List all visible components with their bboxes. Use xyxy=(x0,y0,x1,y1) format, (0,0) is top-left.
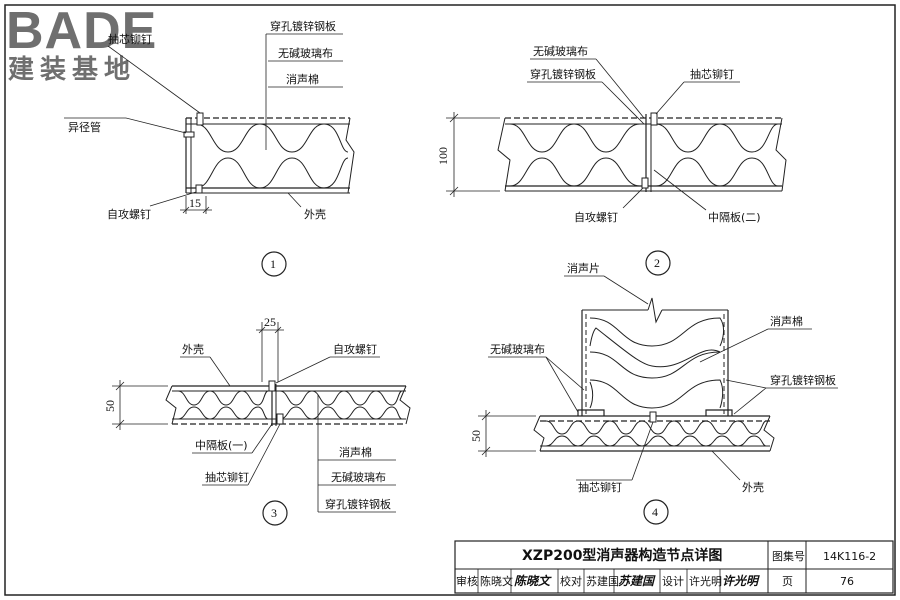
detail-2-number: 2 xyxy=(654,256,660,270)
detail-2: 100 无碱玻璃布 穿孔镀锌钢板 抽芯铆钉 自攻螺钉 中隔板(二) 2 xyxy=(436,44,787,276)
detail-1: 15 抽芯铆钉 穿孔镀锌钢板 无碱玻璃布 消声棉 异径管 自攻螺钉 外壳 1 xyxy=(64,19,355,277)
detail-2-label-partition: 中隔板(二) xyxy=(708,210,761,224)
brand-logo: BADE 建装基地 xyxy=(6,2,157,85)
logo-brand-text: BADE xyxy=(6,2,157,60)
detail-1-label-sound-cotton: 消声棉 xyxy=(286,72,319,86)
review-label: 审核 xyxy=(456,574,478,588)
detail-3-label-sound-cotton: 消声棉 xyxy=(339,445,372,459)
page-label: 页 xyxy=(782,575,793,588)
detail-3-label-perforated-plate: 穿孔镀锌钢板 xyxy=(325,497,391,511)
check-label: 校对 xyxy=(560,574,582,588)
detail-2-dimension: 100 xyxy=(436,147,450,165)
detail-1-label-reducer: 异径管 xyxy=(68,120,101,134)
detail-3-label-screw: 自攻螺钉 xyxy=(333,342,377,356)
detail-3-panel xyxy=(112,322,411,430)
logo-subtitle: 建装基地 xyxy=(8,55,136,85)
detail-3-label-rivet: 抽芯铆钉 xyxy=(205,470,249,484)
page-number: 76 xyxy=(840,575,854,588)
atlas-number: 14K116-2 xyxy=(823,550,876,563)
atlas-number-label: 图集号 xyxy=(772,549,805,563)
detail-1-label-shell: 外壳 xyxy=(304,207,326,221)
detail-3-label-shell: 外壳 xyxy=(182,342,204,356)
detail-2-marker xyxy=(645,250,671,276)
detail-1-label-perforated-plate: 穿孔镀锌钢板 xyxy=(270,19,336,33)
checker-name: 苏建国 xyxy=(586,574,619,588)
detail-1-label-rivet: 抽芯铆钉 xyxy=(108,32,152,46)
designer-name: 许光明 xyxy=(689,574,722,588)
design-label: 设计 xyxy=(662,575,684,588)
drawing-title: XZP200型消声器构造节点详图 xyxy=(522,547,722,564)
detail-2-label-screw: 自攻螺钉 xyxy=(574,210,618,224)
detail-4-label-sound-cotton: 消声棉 xyxy=(770,314,803,328)
detail-3-dimension-left: 50 xyxy=(103,400,117,412)
reviewer-signature: 陈晓文 xyxy=(514,574,552,588)
detail-2-label-rivet: 抽芯铆钉 xyxy=(690,67,734,81)
detail-1-marker xyxy=(261,251,287,277)
detail-4-label-sound-piece: 消声片 xyxy=(567,261,600,275)
detail-3-label-glass-cloth: 无碱玻璃布 xyxy=(331,470,386,484)
detail-4-dimension: 50 xyxy=(469,430,483,442)
detail-2-label-perforated-plate: 穿孔镀锌钢板 xyxy=(530,67,596,81)
detail-1-panel xyxy=(180,112,355,214)
detail-3-number: 3 xyxy=(271,506,277,520)
reviewer-name: 陈晓文 xyxy=(480,574,513,588)
checker-signature: 苏建国 xyxy=(618,574,656,588)
detail-4-label-perforated-plate: 穿孔镀锌钢板 xyxy=(770,373,836,387)
sheet-border xyxy=(4,4,896,596)
detail-3-marker xyxy=(262,500,288,526)
detail-1-label-screw: 自攻螺钉 xyxy=(107,207,151,221)
detail-4-label-glass-cloth: 无碱玻璃布 xyxy=(490,342,545,356)
detail-2-label-glass-cloth: 无碱玻璃布 xyxy=(533,44,588,58)
detail-4-panel xyxy=(478,297,775,457)
detail-4-label-shell: 外壳 xyxy=(742,480,764,494)
designer-signature: 许光明 xyxy=(722,574,760,588)
detail-1-dimension: 15 xyxy=(189,196,201,210)
detail-3-dimension-top: 25 xyxy=(264,315,276,329)
detail-1-number: 1 xyxy=(270,257,276,271)
detail-4-marker xyxy=(643,499,669,525)
title-block: XZP200型消声器构造节点详图 图集号 14K116-2 审核 陈晓文 陈晓文… xyxy=(454,540,894,594)
detail-3-label-partition: 中隔板(一) xyxy=(195,438,248,452)
detail-3: 25 50 外壳 自攻螺钉 中隔板(一) 抽芯铆钉 消声棉 无碱玻璃布 穿孔镀锌… xyxy=(103,315,411,526)
detail-4-label-rivet: 抽芯铆钉 xyxy=(578,480,622,494)
detail-2-panel xyxy=(446,112,787,197)
detail-4-number: 4 xyxy=(652,505,658,519)
detail-1-label-glass-cloth: 无碱玻璃布 xyxy=(278,46,333,60)
detail-4: 50 消声片 消声棉 无碱玻璃布 穿孔镀锌钢板 抽芯铆钉 外壳 4 xyxy=(469,261,838,525)
